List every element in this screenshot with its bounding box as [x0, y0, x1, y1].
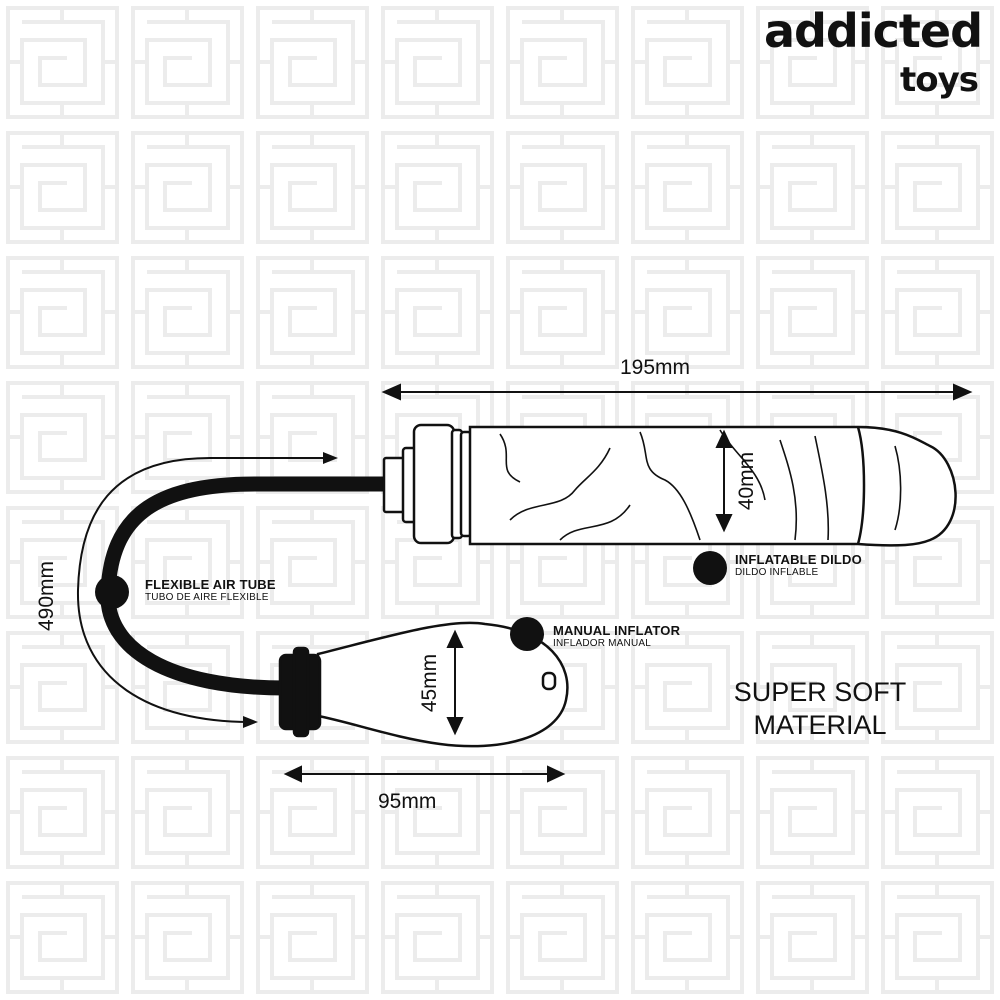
label-manual-inflator-en: MANUAL INFLATOR [553, 623, 681, 638]
label-manual-inflator-es: INFLADOR MANUAL [553, 638, 652, 649]
label-flexible-air-tube: FLEXIBLE AIR TUBE TUBO DE AIRE FLEXIBLE [145, 577, 276, 604]
feature-callout: SUPER SOFT MATERIAL [700, 676, 940, 742]
feature-line-2: MATERIAL [753, 710, 887, 740]
inflator-length-label: 95mm [378, 790, 437, 813]
label-flexible-air-tube-es: TUBO DE AIRE FLEXIBLE [145, 592, 269, 603]
inflator-diameter-label: 45mm [418, 653, 442, 713]
label-inflatable-dildo: INFLATABLE DILDO DILDO INFLABLE [735, 552, 862, 579]
callout-dot-manual-inflator [510, 617, 544, 651]
dildo-length-label: 195mm [620, 356, 691, 379]
label-manual-inflator: MANUAL INFLATOR INFLADOR MANUAL [553, 623, 681, 650]
dimension-arrow-dildo-diameter [715, 429, 733, 533]
label-flexible-air-tube-en: FLEXIBLE AIR TUBE [145, 577, 276, 592]
feature-line-1: SUPER SOFT [733, 677, 907, 707]
dimension-arrow-inflator-length [283, 765, 566, 783]
callout-dot-inflatable-dildo [693, 551, 727, 585]
callout-dot-flexible-air-tube [95, 575, 129, 609]
dimension-arrow-dildo-length [381, 383, 973, 401]
dimension-arrow-tube-length [76, 452, 338, 728]
label-inflatable-dildo-es: DILDO INFLABLE [735, 567, 819, 578]
dildo-diameter-label: 40mm [735, 451, 759, 511]
label-inflatable-dildo-en: INFLATABLE DILDO [735, 552, 862, 567]
inflatable-dildo-drawing [382, 423, 957, 547]
dimension-arrow-inflator-diameter [446, 629, 464, 736]
brand-logo-addicted: addicted [763, 4, 983, 58]
manual-inflator-drawing [278, 621, 569, 748]
brand-logo-toys: toys [899, 60, 979, 100]
tube-length-label: 490mm [35, 560, 59, 632]
